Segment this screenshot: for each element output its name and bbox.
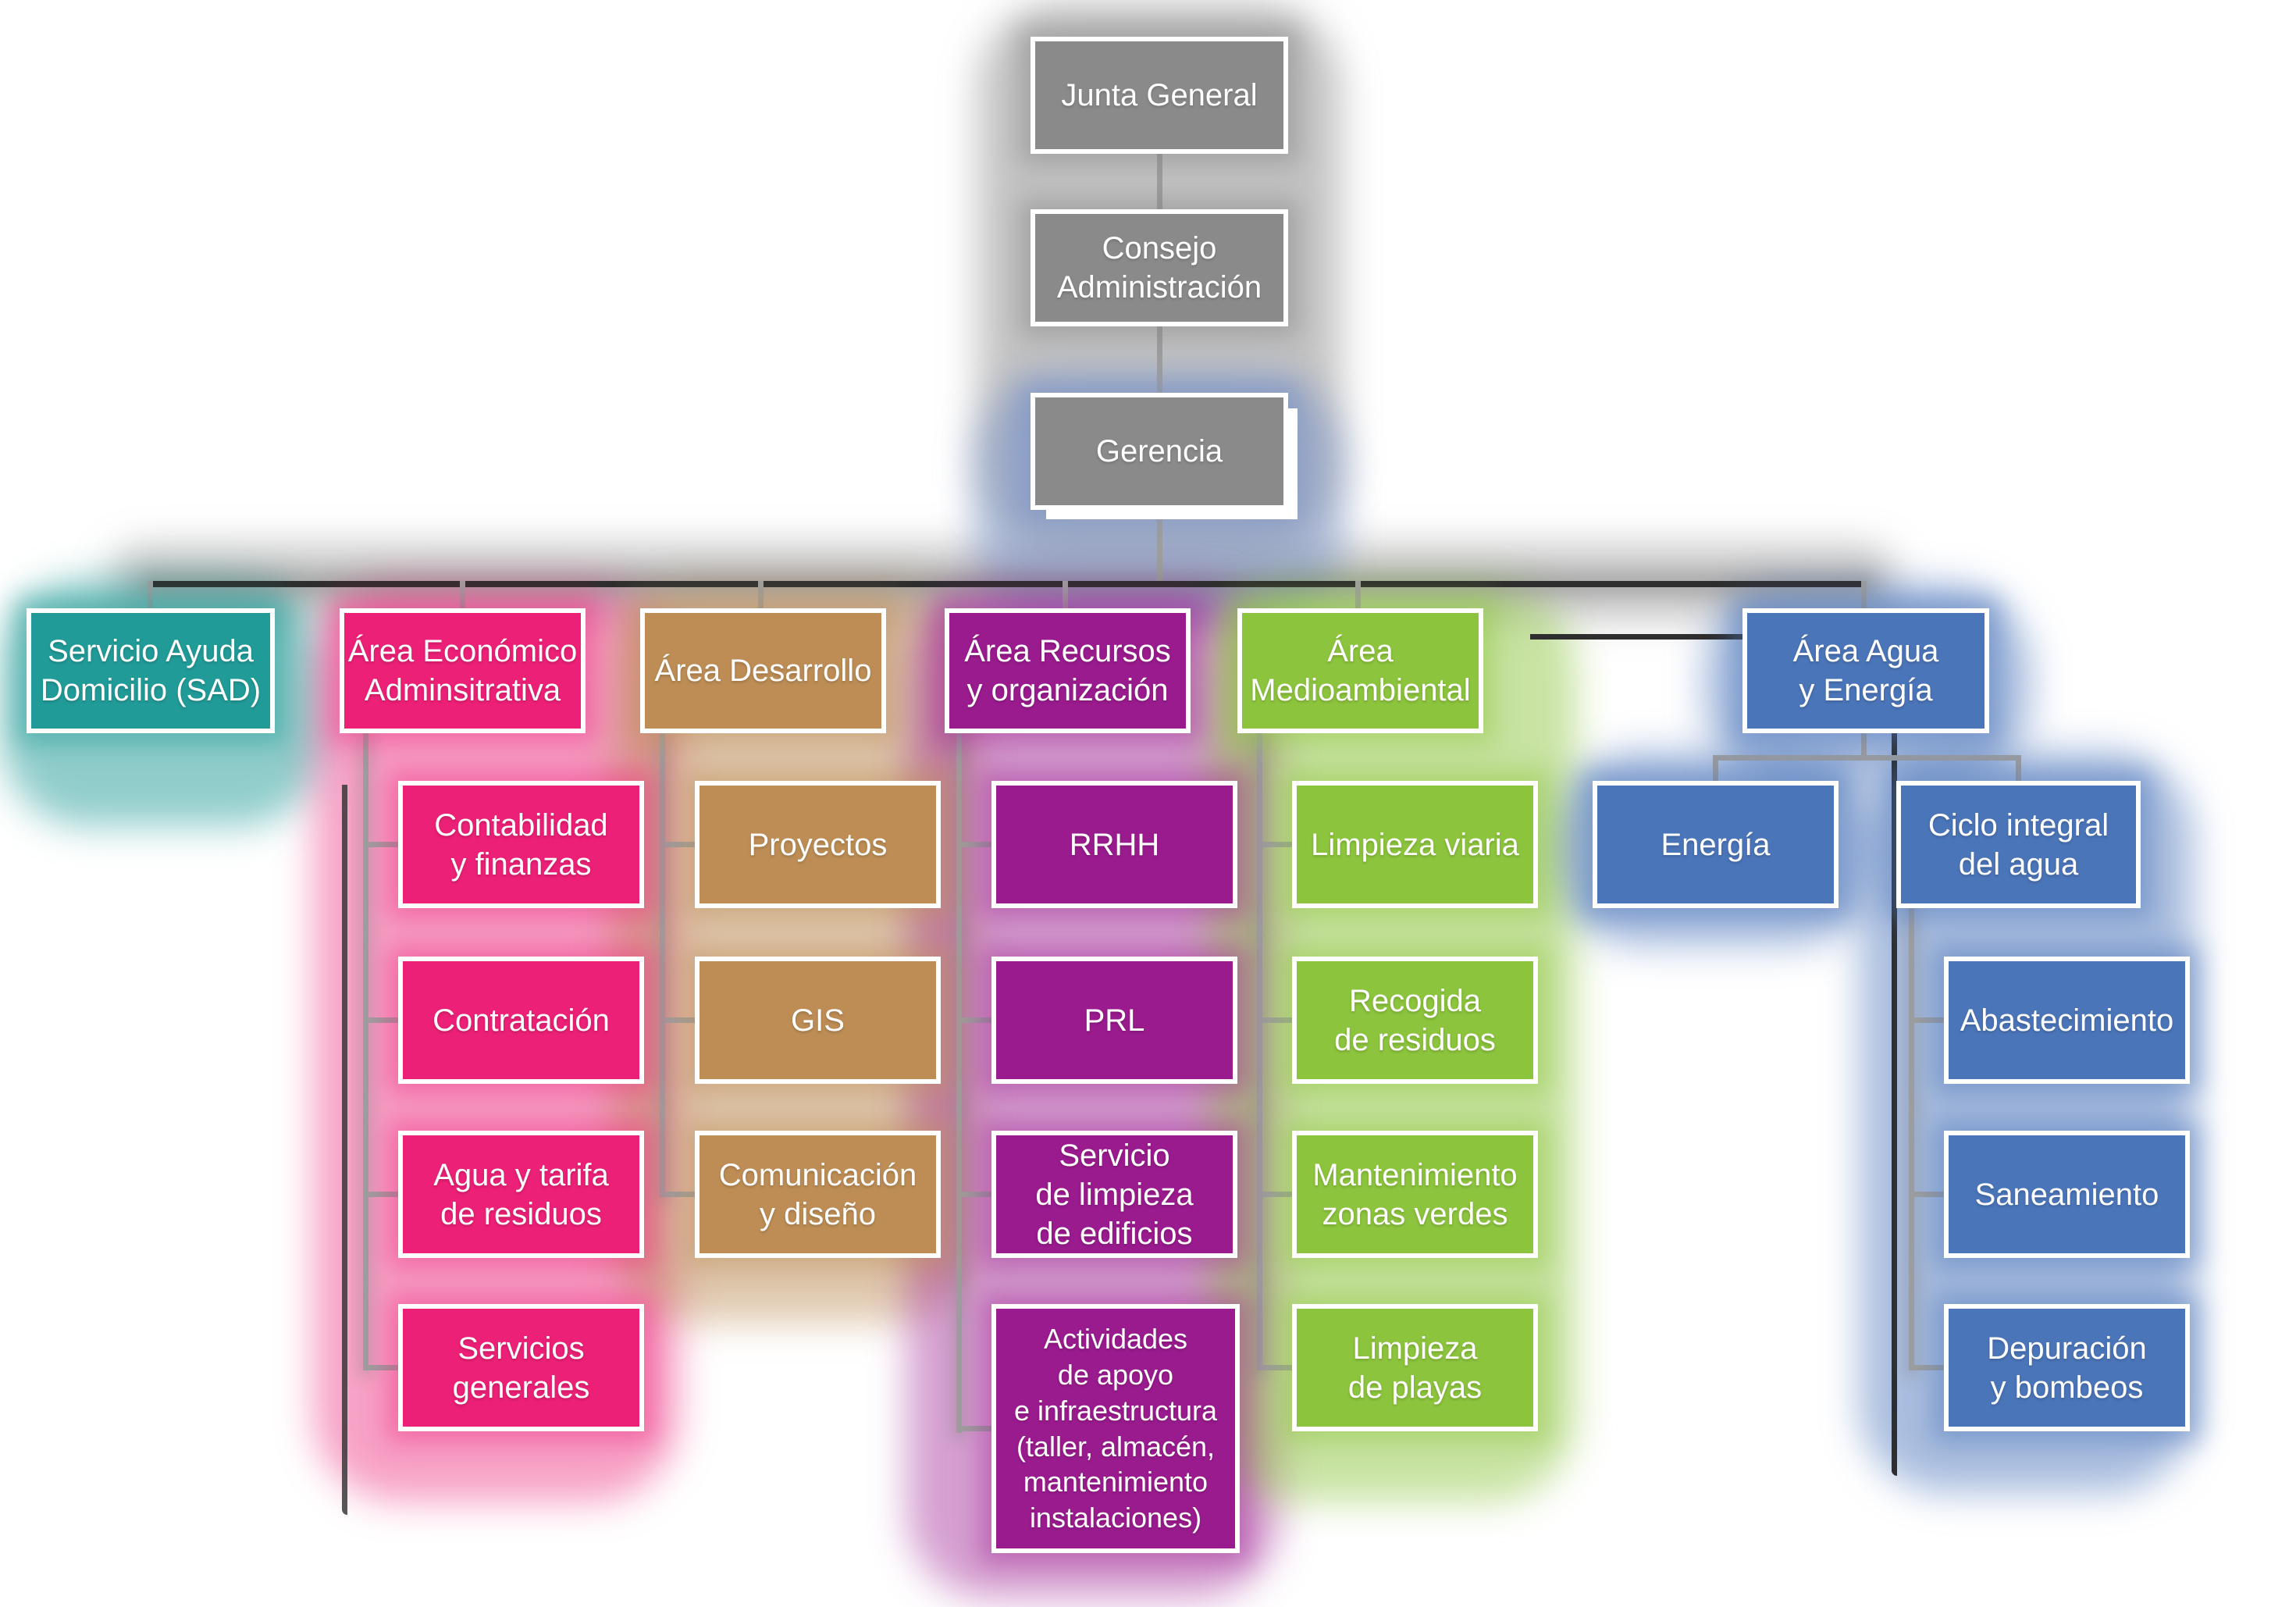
connector-dark-vertical-right	[1892, 634, 1897, 1476]
node-junta-general: Junta General	[1031, 37, 1288, 154]
node-saneamiento: Saneamiento	[1944, 1131, 2190, 1258]
node-gis: GIS	[695, 957, 941, 1084]
tsplit-drop-energia	[1713, 755, 1718, 786]
connector-drop-agua-energia	[1861, 581, 1867, 614]
node-abastecimiento: Abastecimiento	[1944, 957, 2190, 1084]
stub-recogida	[1257, 1017, 1292, 1023]
connector-drop-economico	[460, 581, 465, 614]
connector-drop-desarrollo	[758, 581, 764, 614]
connector-dark-horizontal	[1530, 634, 1897, 640]
node-mantenimiento-zonas-verdes: Mantenimiento zonas verdes	[1292, 1131, 1538, 1258]
connector-consejo-gerencia	[1157, 326, 1162, 393]
stub-actividades	[956, 1426, 991, 1431]
node-limpieza-viaria: Limpieza viaria	[1292, 781, 1538, 908]
node-gerencia: Gerencia	[1031, 393, 1288, 510]
node-servicios-generales: Servicios generales	[398, 1304, 644, 1431]
node-area-agua-energia: Área Agua y Energía	[1742, 608, 1989, 733]
node-energia: Energía	[1593, 781, 1839, 908]
node-ciclo-integral-agua: Ciclo integral del agua	[1896, 781, 2141, 908]
stub-prl	[956, 1017, 991, 1023]
node-agua-tarifa-residuos: Agua y tarifa de residuos	[398, 1131, 644, 1258]
node-area-desarrollo: Área Desarrollo	[640, 608, 886, 733]
channel-ciclo	[1909, 908, 1914, 1370]
stub-depuracion	[1909, 1365, 1944, 1370]
node-depuracion-bombeos: Depuración y bombeos	[1944, 1304, 2190, 1431]
node-area-economico-administrativa: Área Económico Adminsitrativa	[340, 608, 586, 733]
tsplit-stem	[1861, 732, 1867, 761]
connector-trunk	[148, 581, 1867, 587]
stub-rrhh	[956, 842, 991, 847]
node-proyectos: Proyectos	[695, 781, 941, 908]
stub-contabilidad	[363, 842, 398, 847]
node-servicio-limpieza-edificios: Servicio de limpieza de edificios	[991, 1131, 1237, 1258]
node-contratacion: Contratación	[398, 957, 644, 1084]
connector-drop-medioambiental	[1355, 581, 1361, 614]
node-area-recursos-organizacion: Área Recursos y organización	[945, 608, 1191, 733]
node-rrhh: RRHH	[991, 781, 1237, 908]
channel-medioambiental	[1257, 732, 1262, 1370]
stub-comunicacion	[660, 1192, 695, 1197]
stub-proyectos	[660, 842, 695, 847]
channel-recursos	[956, 732, 962, 1433]
node-contabilidad-finanzas: Contabilidad y finanzas	[398, 781, 644, 908]
node-actividades-apoyo-infraestructura: Actividades de apoyo e infraestructura (…	[991, 1304, 1240, 1553]
connector-dark-vertical-left	[342, 785, 347, 1515]
connector-drop-recursos	[1063, 581, 1068, 614]
connector-junta-consejo	[1157, 154, 1162, 209]
stub-saneamiento	[1909, 1192, 1944, 1197]
stub-abastecimiento	[1909, 1017, 1944, 1023]
node-consejo-administracion: Consejo Administración	[1031, 209, 1288, 326]
node-limpieza-playas: Limpieza de playas	[1292, 1304, 1538, 1431]
channel-economico	[363, 732, 368, 1370]
tsplit-drop-ciclo	[2016, 755, 2021, 786]
tsplit-bar	[1713, 755, 2021, 761]
node-comunicacion-diseno: Comunicación y diseño	[695, 1131, 941, 1258]
node-servicio-ayuda-domicilio: Servicio Ayuda Domicilio (SAD)	[27, 608, 275, 733]
node-recogida-residuos: Recogida de residuos	[1292, 957, 1538, 1084]
node-prl: PRL	[991, 957, 1237, 1084]
connector-drop-sad	[148, 581, 153, 614]
stub-limpieza-viaria	[1257, 842, 1292, 847]
stub-gis	[660, 1017, 695, 1023]
stub-servicios-generales	[363, 1365, 398, 1370]
stub-limpieza-playas	[1257, 1365, 1292, 1370]
stub-agua-tarifa	[363, 1192, 398, 1197]
stub-contratacion	[363, 1017, 398, 1023]
node-area-medioambiental: Área Medioambiental	[1237, 608, 1483, 733]
connector-gerencia-trunk	[1157, 510, 1162, 587]
stub-zonas-verdes	[1257, 1192, 1292, 1197]
channel-desarrollo	[660, 732, 665, 1197]
stub-limpieza-edificios	[956, 1192, 991, 1197]
